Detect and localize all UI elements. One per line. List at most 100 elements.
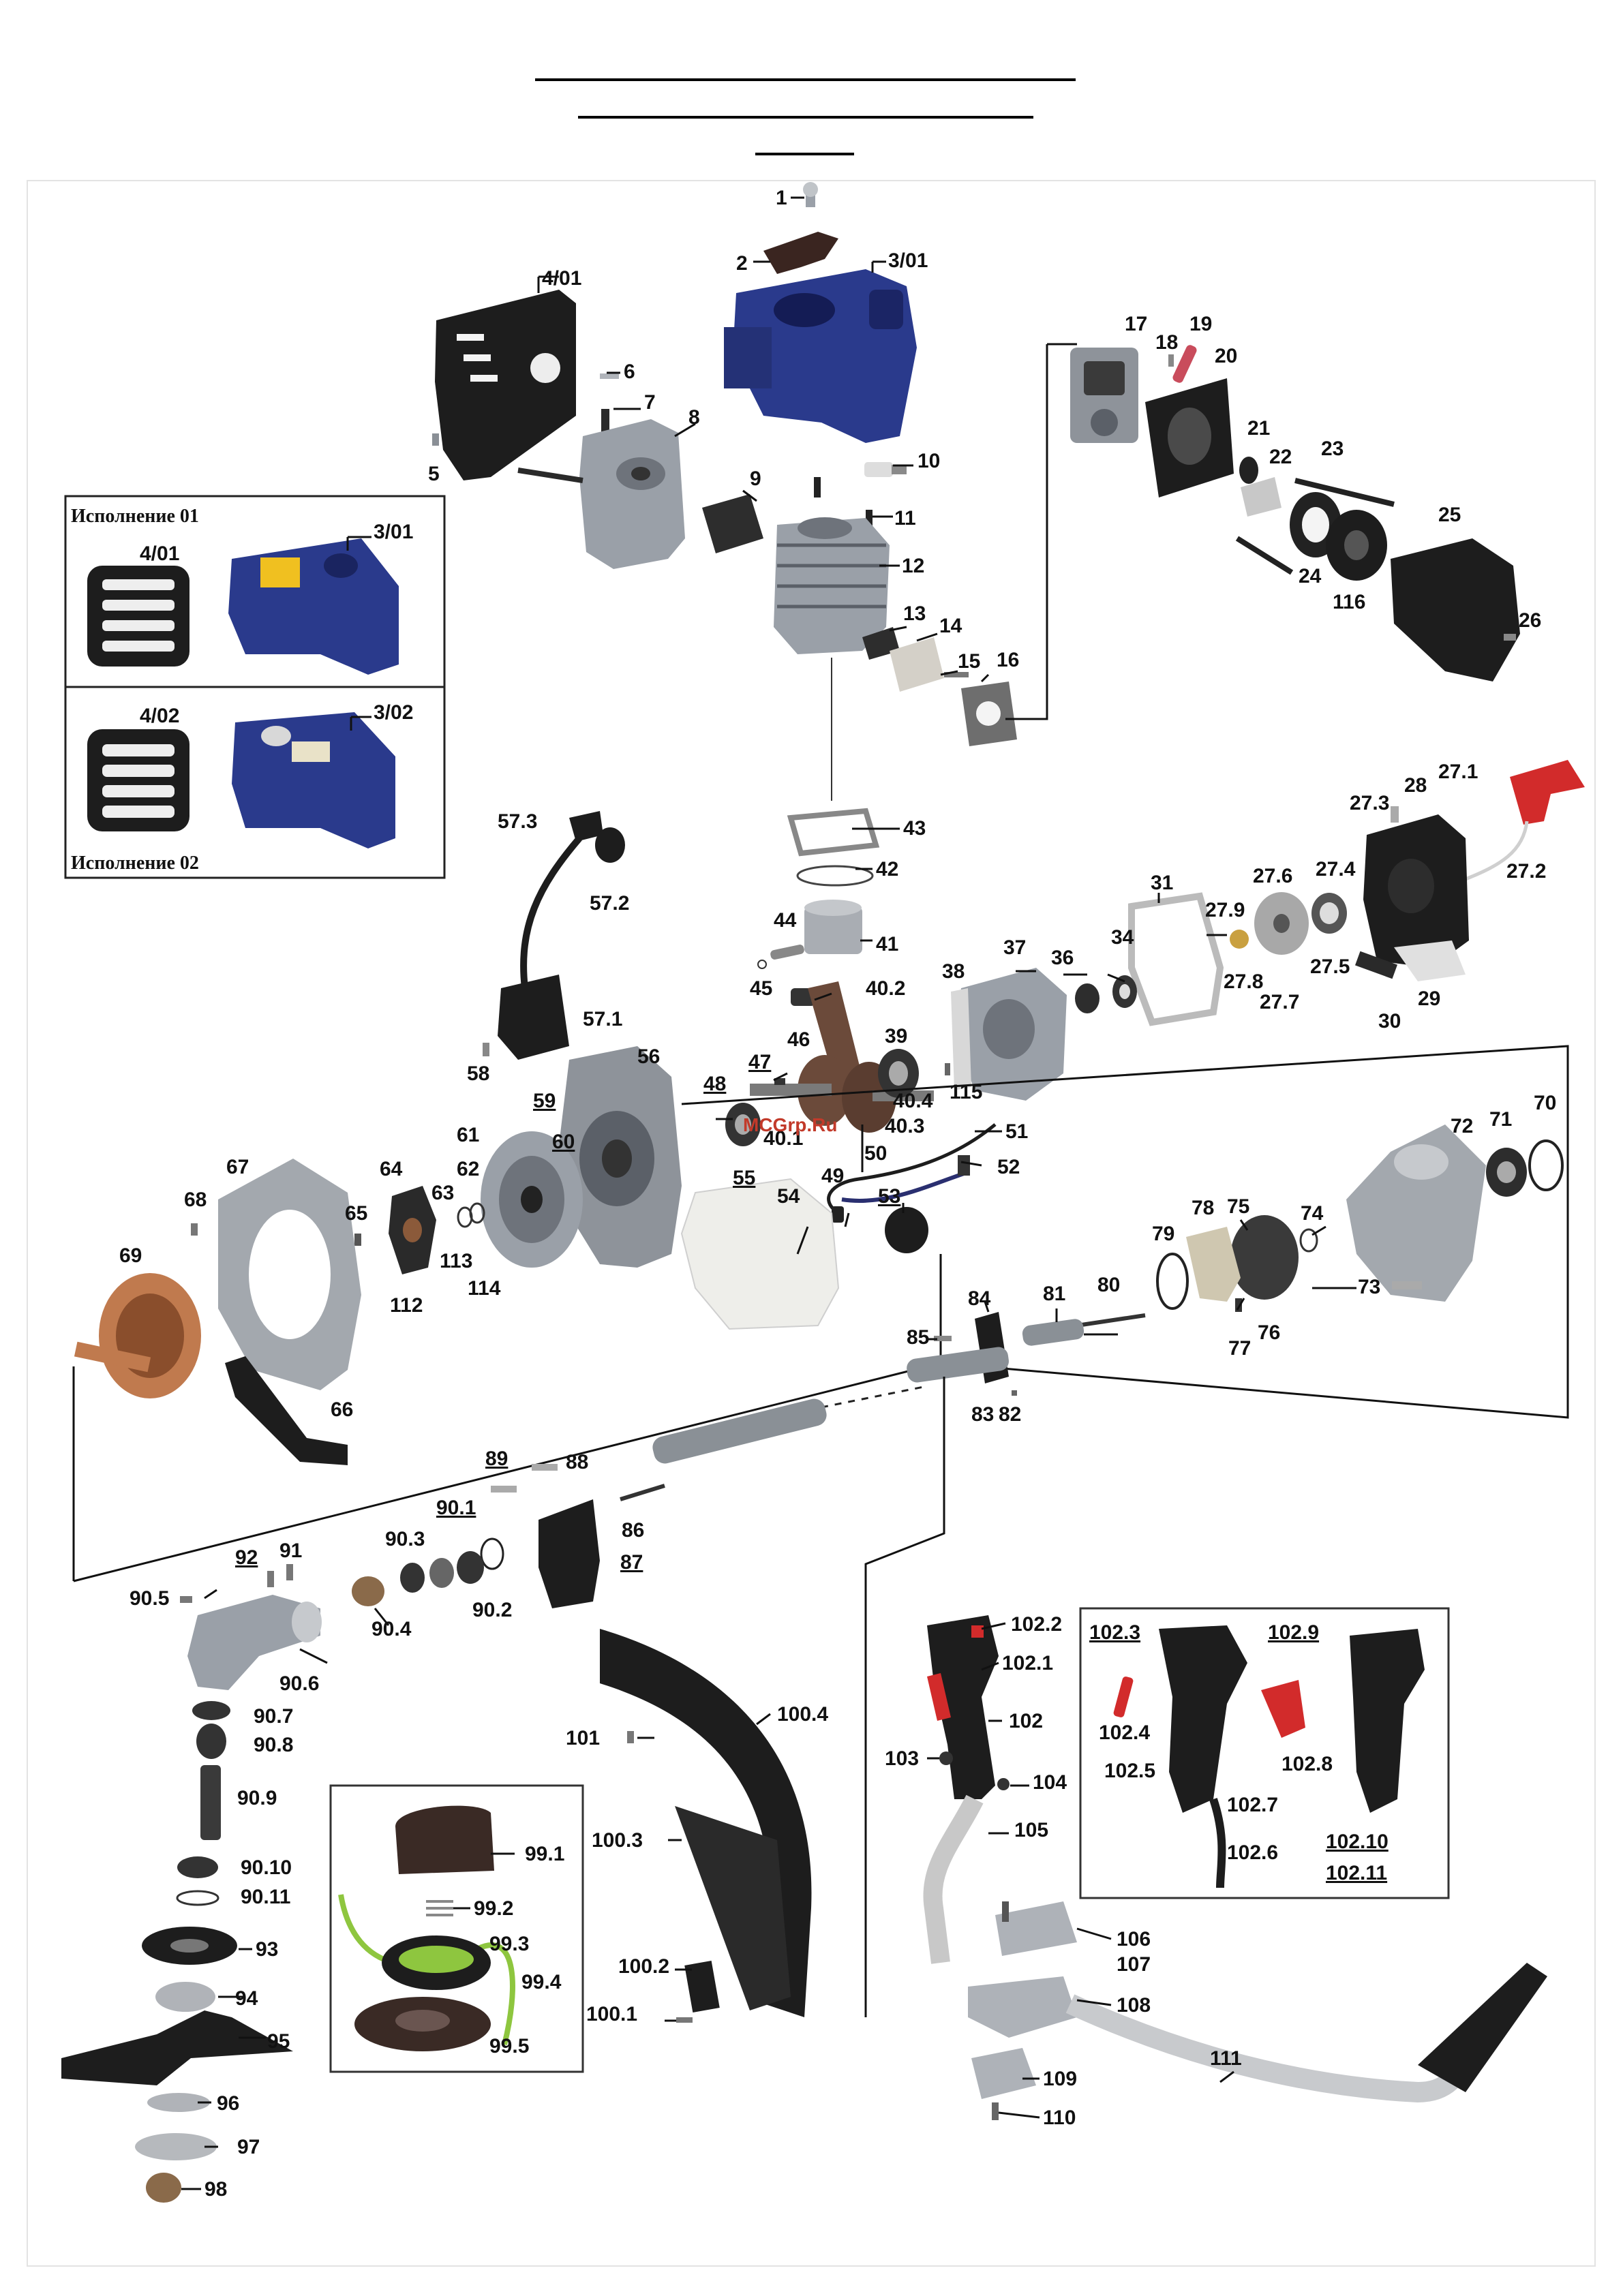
- bearing-90-3b: [429, 1558, 454, 1588]
- gasket-9: [702, 494, 763, 553]
- flange-94: [155, 1982, 215, 2012]
- nut-98: [146, 2173, 181, 2203]
- label-62: 62: [457, 1158, 479, 1180]
- label-17: 17: [1125, 313, 1147, 335]
- air-filter-cover-25: [1391, 538, 1520, 682]
- bolts-106: [1002, 1901, 1009, 1922]
- handle-half-102-5: [1159, 1625, 1247, 1813]
- variant-01-right-label: 3/01: [374, 521, 413, 543]
- label-4-01: 4/01: [542, 267, 581, 290]
- label-100-1: 100.1: [586, 2003, 637, 2025]
- screw-6: [600, 373, 619, 379]
- bearing-36: [1075, 983, 1099, 1013]
- guard-group: [600, 1629, 812, 2023]
- fuel-filter-49: [832, 1206, 844, 1223]
- starter-handle-27-1: [1510, 760, 1585, 825]
- variant-01-left-label: 4/01: [140, 542, 179, 565]
- handle-half-102-10: [1350, 1629, 1425, 1813]
- handle-group: [923, 1615, 1547, 2120]
- label-103: 103: [885, 1747, 919, 1770]
- gasket-38: [951, 988, 971, 1090]
- label-27-2: 27.2: [1506, 860, 1546, 883]
- clamp-106: [995, 1901, 1077, 1956]
- gasket-31: [1128, 892, 1224, 1026]
- label-40-4: 40.4: [893, 1090, 933, 1112]
- label-27-1: 27.1: [1438, 761, 1478, 783]
- label-48: 48: [703, 1073, 726, 1095]
- insulator-14: [890, 637, 944, 692]
- washer-96: [147, 2093, 210, 2112]
- screw-58: [483, 1043, 489, 1056]
- label-12: 12: [902, 555, 924, 577]
- label-98: 98: [204, 2178, 227, 2201]
- bolt-73: [1392, 1281, 1422, 1289]
- label-85: 85: [907, 1326, 929, 1349]
- label-55: 55: [733, 1167, 755, 1189]
- air-filter-base-20: [1145, 378, 1234, 498]
- label-88: 88: [566, 1451, 588, 1473]
- fuel-tank-54: [680, 1178, 840, 1330]
- starter-housing-27-3: [1363, 814, 1469, 968]
- label-91: 91: [279, 1540, 302, 1562]
- circlip-90-11: [176, 1890, 219, 1906]
- label-82: 82: [999, 1403, 1021, 1426]
- variant-01-engine-cover: [228, 538, 399, 675]
- label-26: 26: [1519, 609, 1541, 632]
- label-102-2: 102.2: [1011, 1613, 1062, 1636]
- label-27-4: 27.4: [1316, 858, 1356, 881]
- silencer-cover-4: [435, 290, 576, 480]
- label-77: 77: [1228, 1337, 1251, 1360]
- flywheel-61: [481, 1131, 583, 1268]
- label-23: 23: [1321, 438, 1344, 460]
- label-16: 16: [997, 649, 1019, 671]
- piston-41: [804, 900, 862, 954]
- label-37: 37: [1003, 936, 1026, 959]
- drive-shaft-80: [1076, 1313, 1146, 1328]
- connecting-rod-40-2: [808, 981, 862, 1084]
- screw-101: [627, 1731, 634, 1743]
- label-75: 75: [1227, 1195, 1249, 1218]
- label-102-8: 102.8: [1281, 1753, 1333, 1775]
- label-2: 2: [736, 252, 748, 275]
- label-102-1: 102.1: [1002, 1652, 1053, 1674]
- label-113: 113: [440, 1250, 472, 1272]
- gasket-21: [1239, 457, 1258, 484]
- spark-plug-10: [864, 462, 907, 477]
- main-tube: [652, 1398, 827, 1464]
- label-27-5: 27.5: [1310, 955, 1350, 978]
- bolt-92: [267, 1571, 274, 1587]
- label-76: 76: [1258, 1321, 1280, 1344]
- label-53: 53: [878, 1185, 900, 1208]
- label-102-5: 102.5: [1104, 1760, 1155, 1782]
- spring-99-2: [426, 1900, 453, 1916]
- label-63: 63: [431, 1182, 454, 1204]
- label-80: 80: [1097, 1274, 1120, 1296]
- pawl-30: [1354, 951, 1398, 979]
- label-96: 96: [217, 2092, 239, 2115]
- shaft-90-9: [200, 1765, 221, 1840]
- label-102-11: 102.11: [1326, 1862, 1387, 1884]
- diagram-border: [27, 180, 1596, 2267]
- label-102-9: 102.9: [1268, 1621, 1319, 1644]
- piston-ring-42: [796, 865, 874, 887]
- clutch-housing-67: [218, 1159, 361, 1390]
- ring-74: [1299, 1228, 1318, 1253]
- bolt-11b: [814, 477, 821, 498]
- label-57-2: 57.2: [590, 892, 629, 915]
- label-71: 71: [1489, 1108, 1512, 1131]
- ignition-coil-57-1: [498, 975, 569, 1060]
- label-90-10: 90.10: [241, 1856, 292, 1879]
- label-64: 64: [380, 1158, 403, 1180]
- label-1: 1: [776, 187, 787, 209]
- label-20: 20: [1215, 345, 1237, 367]
- label-54: 54: [777, 1185, 800, 1208]
- label-42: 42: [876, 858, 898, 881]
- label-69: 69: [119, 1244, 142, 1267]
- label-102-7: 102.7: [1227, 1794, 1278, 1816]
- carburetor-airfilter-group: [1005, 343, 1520, 720]
- header-rules: [535, 78, 1076, 155]
- label-59: 59: [533, 1090, 556, 1112]
- screw-5: [432, 433, 439, 446]
- label-41: 41: [876, 933, 898, 955]
- tube-105: [923, 1794, 984, 1964]
